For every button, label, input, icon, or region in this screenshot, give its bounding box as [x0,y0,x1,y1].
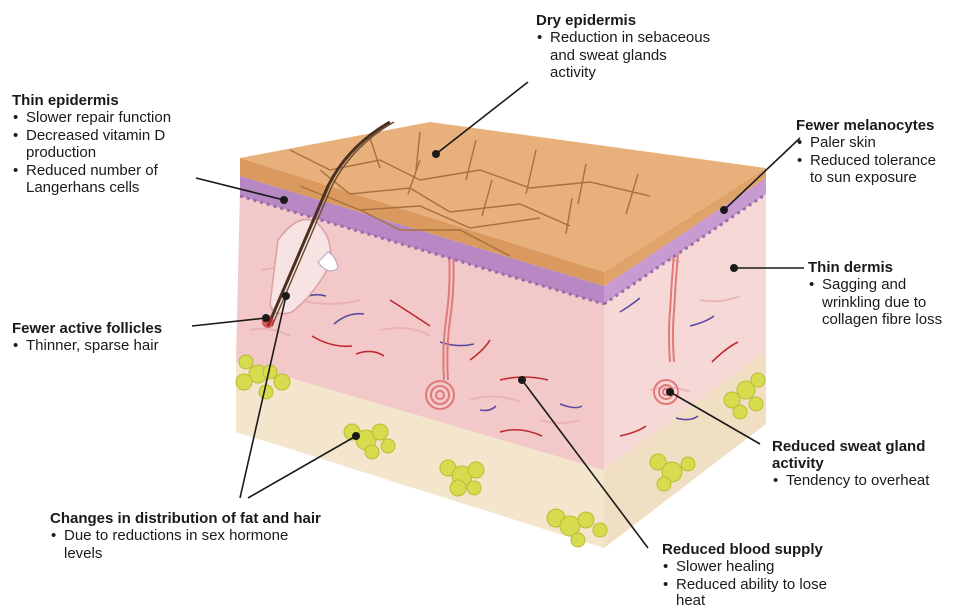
callout-point-continued: production [12,144,171,162]
callout-point-continued: wrinkling due to [822,294,942,312]
callout-title: Fewer active follicles [12,320,162,337]
callout-fewer-melanocytes: Fewer melanocytes Paler skin Reduced tol… [796,117,936,187]
callout-point: Reduced tolerance [796,152,936,170]
callout-title: Dry epidermis [536,12,710,29]
callout-point: Slower repair function [12,109,171,127]
callout-point-continued: Langerhans cells [12,179,171,197]
callout-dry-epidermis: Dry epidermis Reduction in sebaceous and… [536,12,710,82]
callout-point: Decreased vitamin D [12,127,171,145]
callout-point: Reduced number of [12,162,171,180]
callout-reduced-sweat-gland: Reduced sweat gland activity Tendency to… [772,438,929,490]
callout-changes-distribution: Changes in distribution of fat and hair … [50,510,321,562]
callout-point: Paler skin [796,134,936,152]
callout-point-continued: levels [50,545,321,563]
callout-title: Reduced blood supply [662,541,827,558]
callout-point: Tendency to overheat [772,472,929,490]
callout-title: Reduced sweat gland [772,438,929,455]
callout-title-continued: activity [772,455,929,472]
callout-point-continued: activity [550,64,710,82]
callout-point-continued: collagen fibre loss [822,311,942,329]
callout-point-continued: to sun exposure [796,169,936,187]
callout-point: Thinner, sparse hair [12,337,162,355]
callout-point: Slower healing [662,558,827,576]
callout-point: Reduced ability to lose [662,576,827,594]
callout-point-continued: and sweat glands [550,47,710,65]
callout-title: Changes in distribution of fat and hair [50,510,321,527]
callout-point-continued: heat [662,593,827,608]
callout-title: Thin dermis [808,259,942,276]
callout-point: Due to reductions in sex hormone [50,527,321,545]
callout-thin-dermis: Thin dermis Sagging and wrinkling due to… [808,259,942,329]
callout-reduced-blood-supply: Reduced blood supply Slower healing Redu… [662,541,827,608]
callout-thin-epidermis: Thin epidermis Slower repair function De… [12,92,171,197]
callout-point: Sagging and [808,276,942,294]
callout-point: Reduction in sebaceous [536,29,710,47]
callout-title: Thin epidermis [12,92,171,109]
callout-title: Fewer melanocytes [796,117,936,134]
callout-fewer-active-follicles: Fewer active follicles Thinner, sparse h… [12,320,162,355]
